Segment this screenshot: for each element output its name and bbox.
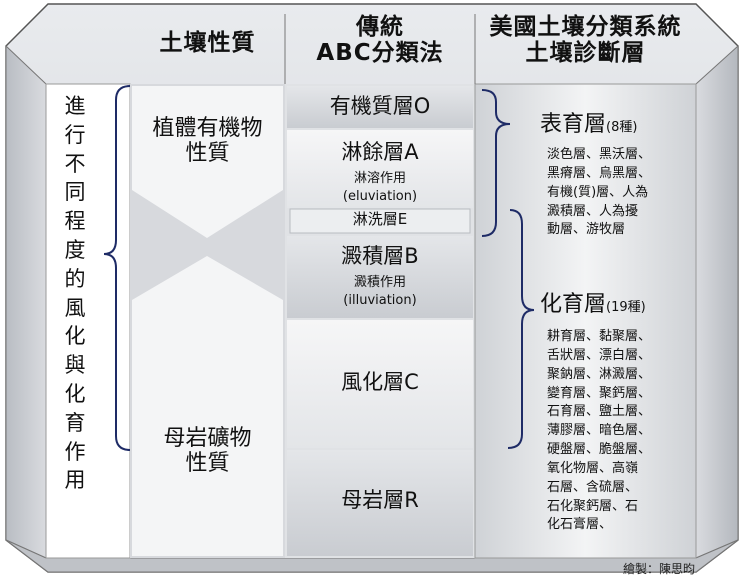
vertical-char: 化: [64, 324, 86, 349]
organic-line1: 植體有機物: [152, 116, 263, 141]
vertical-char: 行: [64, 122, 86, 147]
epipedon-item-line: 黑瘠層、烏黑層、: [547, 165, 652, 181]
subsurface-item-line: 石育層、鹽土層、: [547, 404, 652, 420]
subsurface-list: 耕育層、黏聚層、舌狀層、漂白層、聚鈉層、淋澱層、變育層、聚鈣層、石育層、鹽土層、…: [547, 328, 651, 535]
panel-diagnostic: [474, 83, 697, 559]
horizon-A-process: 淋溶作用 (eluviation): [287, 170, 473, 205]
vertical-char: 用: [64, 468, 86, 493]
horizon-R-label: 母岩層R: [341, 488, 419, 512]
weathering-vertical-text: 進行不同程度的風化與化育作用: [60, 92, 90, 495]
mineral-line1: 母岩礦物: [163, 426, 252, 451]
subsurface-item-line: 石層、含硫層、: [547, 479, 639, 495]
organic-arrow-shape: [132, 86, 283, 238]
subsurface-item-line: 化石膏層、: [547, 517, 613, 533]
frame-left-wall: [5, 44, 47, 559]
eluviation-zh: 淋溶作用: [353, 171, 406, 186]
epipedon-item-line: 澱積層、人為擾: [547, 203, 639, 219]
band-A: [287, 130, 473, 208]
epipedon-list: 淡色層、黑沃層、黑瘠層、烏黑層、有機(質)層、人為澱積層、人為擾動層、游牧層: [547, 146, 651, 240]
mineral-arrow-shape: [132, 256, 283, 556]
subsurface-item-line: 變育層、聚鈣層、: [547, 385, 652, 401]
band-R: [287, 450, 473, 556]
vertical-char: 同: [64, 180, 86, 205]
frame-right-wall: [695, 44, 739, 559]
horizon-E-label: 淋洗層E: [352, 210, 408, 228]
header-abc-line2: ABC分類法: [316, 40, 444, 67]
header-abc: 傳統 ABC分類法: [285, 14, 475, 67]
credit-text: 繪製：陳思昀: [622, 562, 695, 576]
vertical-char: 程: [64, 209, 86, 234]
subsurface-item-line: 舌狀層、漂白層、: [547, 347, 652, 363]
header-abc-line1: 傳統: [356, 14, 404, 40]
subsurface-title: 化育層(19種): [540, 292, 646, 317]
epipedon-count: (8種): [606, 120, 638, 135]
epipedon-item-line: 淡色層、黑沃層、: [547, 147, 652, 162]
horizon-C-label: 風化層C: [341, 370, 419, 394]
subsurface-item-line: 聚鈉層、淋澱層、: [547, 366, 652, 382]
subsurface-item-line: 薄膠層、暗色層、: [547, 423, 652, 439]
organic-property-label: 植體有機物 性質: [132, 116, 283, 167]
subsurface-item-line: 耕育層、黏聚層、: [547, 329, 652, 344]
header-soil-property: 土壤性質: [159, 30, 256, 56]
header-usda-line2: 土壤診斷層: [525, 40, 646, 67]
vertical-char: 作: [64, 439, 86, 464]
subsurface-item-line: 硬盤層、脆盤層、: [547, 442, 652, 458]
subsurface-item-line: 氧化物層、高嶺: [547, 460, 639, 476]
epipedon-item-line: 有機(質)層、人為: [547, 184, 649, 200]
vertical-char: 度: [64, 237, 86, 262]
eluviation-en: (eluviation): [342, 188, 418, 204]
vertical-char: 化: [64, 381, 86, 406]
horizon-O-label: 有機質層O: [329, 94, 431, 118]
subsurface-brace: [507, 209, 535, 449]
header-usda: 美國土壤分類系統 土壤診斷層: [475, 14, 696, 67]
subsurface-title-text: 化育層: [540, 292, 607, 317]
epipedon-title: 表育層(8種): [540, 112, 637, 137]
band-B: [287, 236, 473, 318]
epipedon-title-text: 表育層: [540, 112, 607, 137]
horizon-B-label: 澱積層B: [341, 244, 419, 268]
epipedon-item-line: 動層、游牧層: [547, 222, 626, 238]
vertical-char: 的: [64, 266, 86, 291]
vertical-char: 風: [64, 295, 86, 320]
mineral-property-label: 母岩礦物 性質: [132, 426, 283, 477]
vertical-char: 與: [64, 353, 86, 378]
subsurface-item-line: 石化聚鈣層、石: [547, 498, 639, 514]
epipedon-brace: [481, 89, 511, 237]
vertical-char: 不: [64, 151, 86, 176]
header-usda-line1: 美國土壤分類系統: [489, 14, 682, 40]
band-E: [289, 208, 471, 234]
left-brace: [103, 85, 131, 451]
mineral-line2: 性質: [185, 451, 230, 477]
band-O: [287, 86, 473, 128]
vertical-char: 育: [64, 410, 86, 435]
illuviation-zh: 澱積作用: [353, 275, 406, 290]
horizon-B-process: 澱積作用 (illuviation): [287, 274, 473, 309]
illuviation-en: (illuviation): [343, 292, 417, 308]
band-C: [287, 320, 473, 448]
subsurface-count: (19種): [606, 300, 646, 315]
vertical-char: 進: [64, 94, 86, 118]
organic-line2: 性質: [185, 141, 230, 167]
horizon-A-label: 淋餘層A: [341, 140, 419, 164]
